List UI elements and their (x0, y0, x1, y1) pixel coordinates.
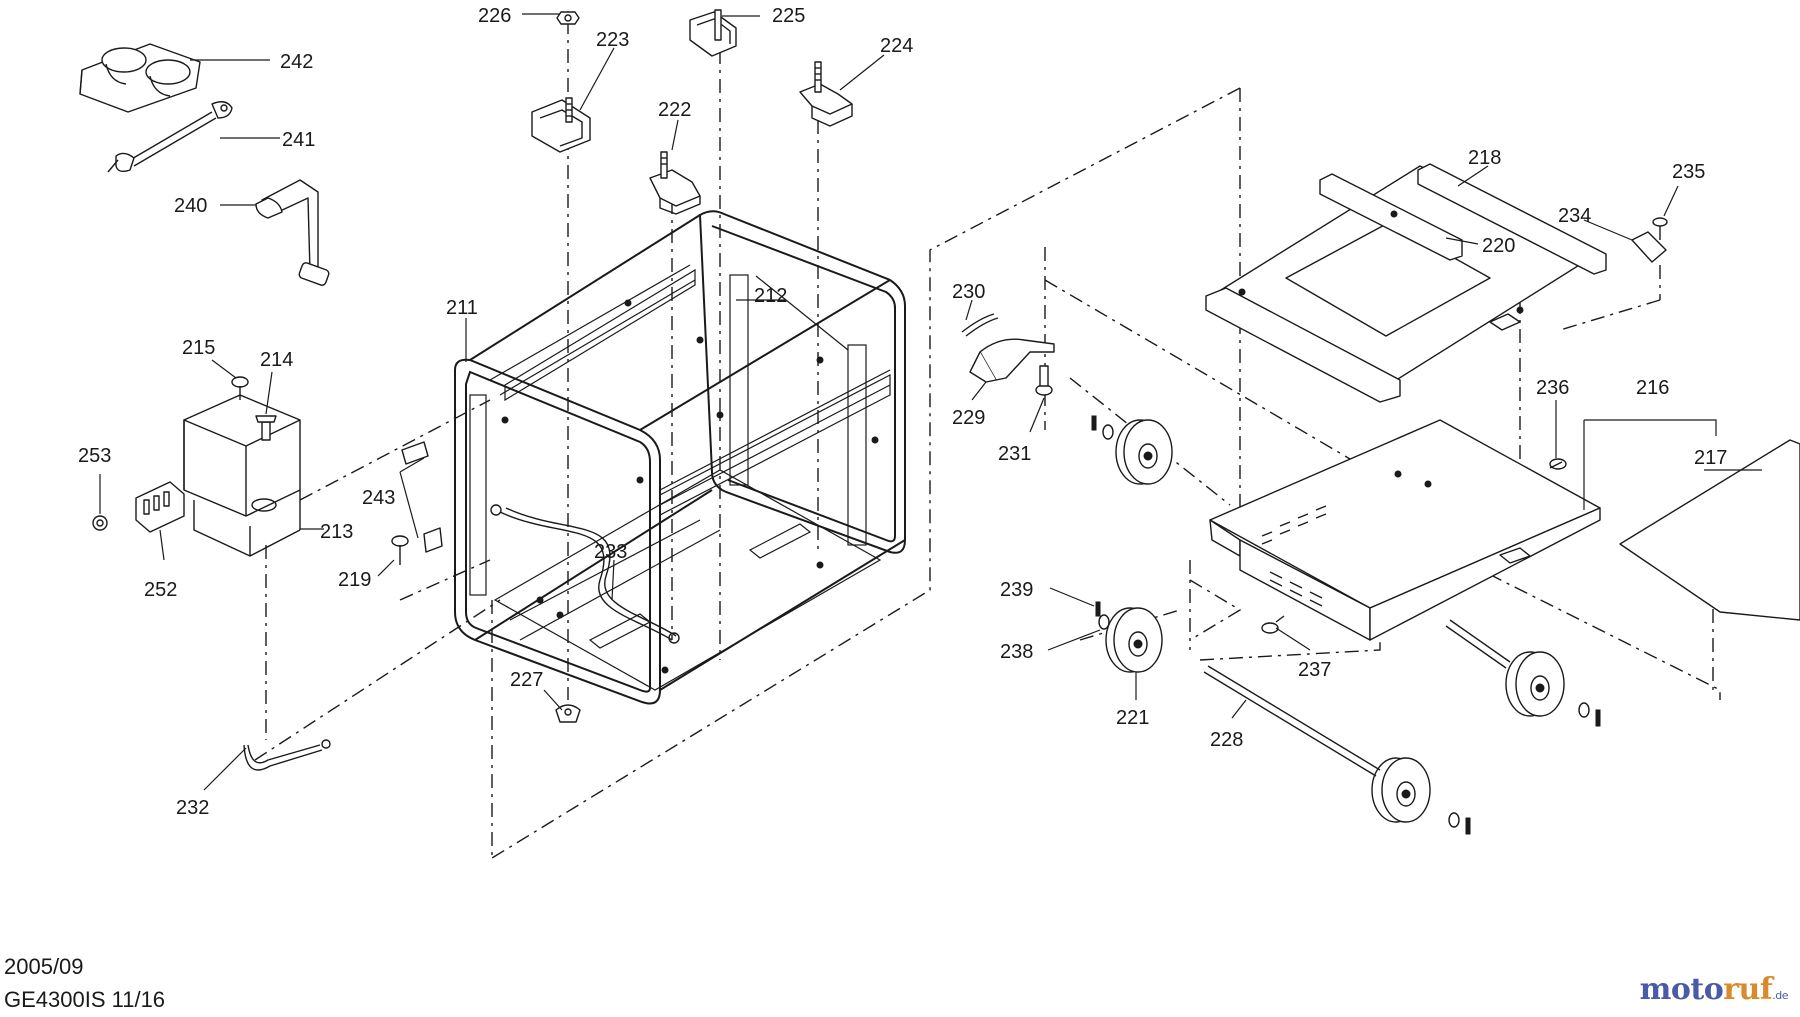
wheel-right (1505, 651, 1565, 717)
callout-224: 224 (880, 35, 913, 57)
brand-part-2: ruf (1723, 972, 1773, 1007)
footer-model-page: GE4300IS 11/16 (4, 987, 166, 1012)
footer-date: 2005/09 (4, 954, 84, 979)
callout-213: 213 (320, 521, 353, 543)
callout-238: 238 (1000, 641, 1033, 663)
callout-219: 219 (338, 569, 371, 591)
callout-217: 217 (1694, 447, 1727, 469)
callout-218: 218 (1468, 147, 1501, 169)
callout-229: 229 (952, 407, 985, 429)
wheel-upper (1115, 419, 1173, 485)
callout-225: 225 (772, 5, 805, 27)
engine-mounts (531, 9, 853, 723)
base-pan-216 (1209, 419, 1800, 641)
callout-211: 211 (446, 297, 478, 319)
wheel-middle (1105, 607, 1163, 673)
callout-230: 230 (952, 281, 985, 303)
callout-233: 233 (594, 541, 627, 563)
callout-227: 227 (510, 669, 543, 691)
callout-215: 215 (182, 337, 215, 359)
callout-222: 222 (658, 99, 691, 121)
callout-243: 243 (362, 487, 395, 509)
callout-216: 216 (1636, 377, 1669, 399)
callout-220: 220 (1482, 235, 1515, 257)
callout-235: 235 (1672, 161, 1705, 183)
leader-lines (99, 13, 1762, 791)
callout-221: 221 (1116, 707, 1149, 729)
brand-tld: .de (1772, 989, 1788, 1002)
callout-labels: 226 223 225 224 222 242 241 240 211 212 … (78, 5, 1727, 819)
frame-211 (454, 210, 906, 705)
callout-223: 223 (596, 29, 629, 51)
callout-228: 228 (1210, 729, 1243, 751)
callout-212: 212 (754, 285, 787, 307)
battery-tray (92, 376, 443, 771)
callout-239: 239 (1000, 579, 1033, 601)
callout-237: 237 (1298, 659, 1331, 681)
wheels-221 (1091, 217, 1668, 835)
callout-226: 226 (478, 5, 511, 27)
callout-234: 234 (1558, 205, 1591, 227)
callout-240: 240 (174, 195, 207, 217)
assembly-dash-lines (254, 20, 1721, 859)
callout-214: 214 (260, 349, 293, 371)
brand-logo: motoruf.de (1639, 972, 1789, 1007)
wheel-bottom (1371, 757, 1431, 823)
base-panel-218 (1205, 163, 1607, 403)
callout-252: 252 (144, 579, 177, 601)
callout-241: 241 (282, 129, 315, 151)
callout-232: 232 (176, 797, 209, 819)
callout-242: 242 (280, 51, 313, 73)
callout-253: 253 (78, 445, 111, 467)
callout-231: 231 (998, 443, 1031, 465)
bracket-229 (961, 313, 1055, 396)
brand-part-1: moto (1639, 972, 1724, 1007)
callout-236: 236 (1536, 377, 1569, 399)
accessory-parts (79, 43, 330, 286)
